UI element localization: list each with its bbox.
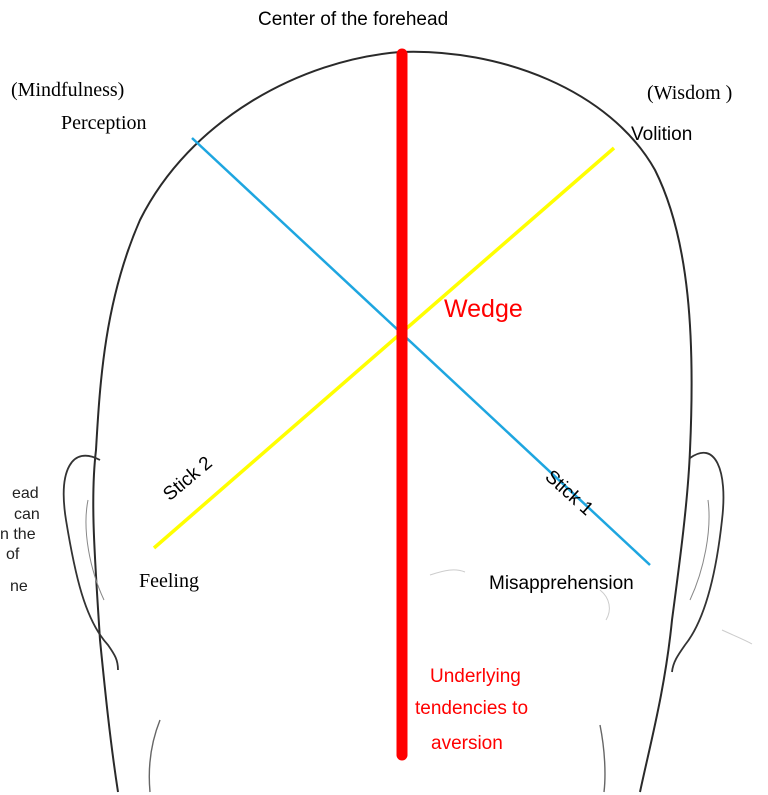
label-underlying-line-2: tendencies to <box>415 699 528 718</box>
label-center-forehead: Center of the forehead <box>258 10 448 29</box>
label-perception: Perception <box>61 113 147 133</box>
right-ear-inner <box>690 500 709 600</box>
sketch-stroke <box>600 725 605 792</box>
sketch-stroke <box>722 630 752 644</box>
label-underlying-line-1: Underlying <box>430 667 521 686</box>
label-wisdom: (Wisdom ) <box>647 83 732 103</box>
label-feeling: Feeling <box>139 571 199 591</box>
left-cut-text-5: ne <box>10 579 28 595</box>
left-cut-text-4: of <box>6 547 19 563</box>
label-underlying-line-3: aversion <box>431 734 503 753</box>
left-cut-text-2: can <box>14 507 40 523</box>
sketch-stroke <box>149 720 160 792</box>
sketch-stroke <box>600 590 609 620</box>
left-cut-text-3: n the <box>0 527 36 543</box>
stick-2-line <box>154 148 614 548</box>
sketch-stroke <box>430 570 465 575</box>
head-outline <box>93 52 691 792</box>
label-mindfulness: (Mindfulness) <box>11 80 124 100</box>
label-wedge: Wedge <box>444 297 523 322</box>
label-volition: Volition <box>631 125 692 144</box>
left-cut-text-1: ead <box>12 486 39 502</box>
label-misapprehension: Misapprehension <box>489 574 634 593</box>
